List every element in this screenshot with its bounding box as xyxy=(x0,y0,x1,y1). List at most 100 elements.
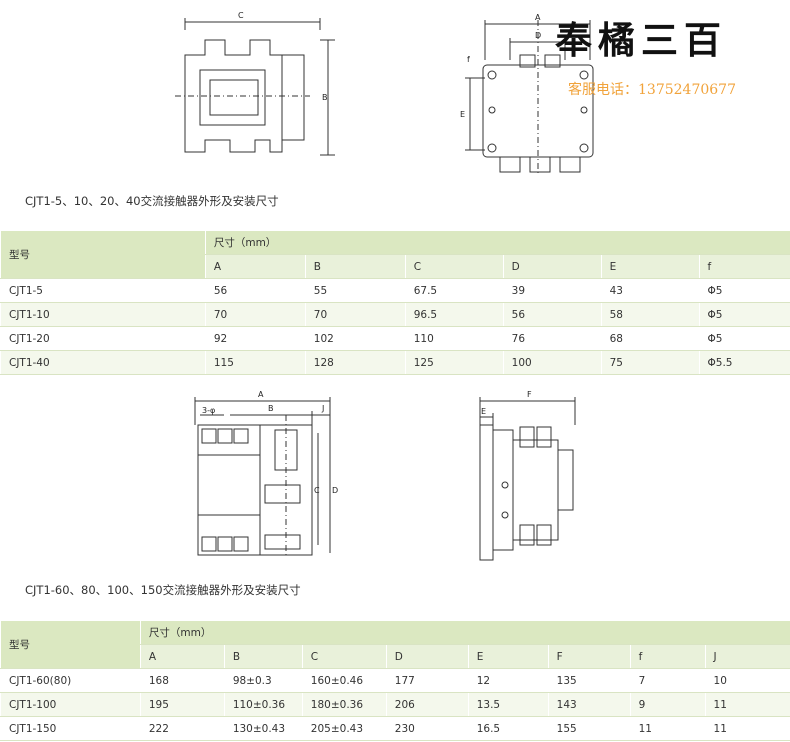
brand-name: 奉橘三百 xyxy=(555,18,727,62)
dim-b-label: B xyxy=(268,404,274,413)
dim-d-label: D xyxy=(535,31,541,40)
column-header: A xyxy=(139,644,225,669)
value-cell: 110±0.36 xyxy=(223,692,303,717)
table-row: CJT1-5 56 55 67.5 39 43 Φ5 xyxy=(0,278,790,303)
model-cell: CJT1-100 xyxy=(0,692,141,717)
value-cell: 12 xyxy=(467,668,549,693)
value-cell: 128 xyxy=(304,350,406,375)
value-cell: 11 xyxy=(704,716,790,741)
table-row: CJT1-40 115 128 125 100 75 Φ5.5 xyxy=(0,350,790,375)
value-cell: 67.5 xyxy=(404,278,504,303)
column-header: D xyxy=(385,644,469,669)
value-cell: 76 xyxy=(502,326,602,351)
value-cell: 9 xyxy=(629,692,706,717)
column-header: F xyxy=(547,644,631,669)
value-cell: 11 xyxy=(629,716,706,741)
value-cell: 177 xyxy=(385,668,469,693)
section1-caption: CJT1-5、10、20、40交流接触器外形及安装尺寸 xyxy=(25,194,279,208)
dim-j-label: J xyxy=(321,404,324,413)
model-cell: CJT1-10 xyxy=(0,302,206,327)
model-cell: CJT1-40 xyxy=(0,350,206,375)
model-cell: CJT1-150 xyxy=(0,716,141,741)
brand-phone: 客服电话：13752470677 xyxy=(568,82,736,98)
value-cell: 70 xyxy=(204,302,306,327)
value-cell: 168 xyxy=(139,668,225,693)
value-cell: 102 xyxy=(304,326,406,351)
table-row: CJT1-20 92 102 110 76 68 Φ5 xyxy=(0,326,790,351)
dim-c-label: C xyxy=(238,11,244,20)
model-cell: CJT1-5 xyxy=(0,278,206,303)
column-header: E xyxy=(467,644,549,669)
size-header: 尺寸（mm） xyxy=(139,621,790,645)
dim-f-label: F xyxy=(527,390,532,399)
value-cell: 96.5 xyxy=(404,302,504,327)
spec-table-2: 型号 尺寸（mm） A B C D E F f J CJT1-60(80) 16… xyxy=(0,621,790,741)
value-cell: 43 xyxy=(600,278,700,303)
value-cell: 16.5 xyxy=(467,716,549,741)
value-cell: 98±0.3 xyxy=(223,668,303,693)
value-cell: 11 xyxy=(704,692,790,717)
dim-e-label: E xyxy=(460,110,465,119)
value-cell: Φ5 xyxy=(698,302,790,327)
value-cell: 115 xyxy=(204,350,306,375)
large-contactor-front-drawing: A B J 3-φ C D xyxy=(194,390,338,556)
dim-a-label: A xyxy=(258,390,264,399)
section2-caption: CJT1-60、80、100、150交流接触器外形及安装尺寸 xyxy=(25,583,301,597)
column-header: f xyxy=(629,644,706,669)
value-cell: 56 xyxy=(204,278,306,303)
column-header: D xyxy=(502,254,602,279)
value-cell: 160±0.46 xyxy=(301,668,387,693)
value-cell: 100 xyxy=(502,350,602,375)
value-cell: 70 xyxy=(304,302,406,327)
value-cell: 222 xyxy=(139,716,225,741)
value-cell: 135 xyxy=(547,668,631,693)
dim-b-label: B xyxy=(322,93,328,102)
column-header: C xyxy=(301,644,387,669)
table-row: CJT1-10 70 70 96.5 56 58 Φ5 xyxy=(0,302,790,327)
model-header: 型号 xyxy=(0,231,206,279)
model-header: 型号 xyxy=(0,621,141,669)
large-contactor-side-drawing: F E xyxy=(479,390,576,561)
value-cell: 110 xyxy=(404,326,504,351)
value-cell: 39 xyxy=(502,278,602,303)
dim-c-label: C xyxy=(314,486,320,495)
value-cell: 10 xyxy=(704,668,790,693)
column-header: f xyxy=(698,254,790,279)
contactor-front-view-drawing: A D E f xyxy=(460,13,594,175)
value-cell: 13.5 xyxy=(467,692,549,717)
model-cell: CJT1-20 xyxy=(0,326,206,351)
value-cell: 205±0.43 xyxy=(301,716,387,741)
value-cell: Φ5 xyxy=(698,326,790,351)
dim-3phi-label: 3-φ xyxy=(202,406,215,415)
value-cell: 143 xyxy=(547,692,631,717)
model-cell: CJT1-60(80) xyxy=(0,668,141,693)
dim-e-label: E xyxy=(481,407,486,416)
value-cell: 7 xyxy=(629,668,706,693)
spec-table-1: 型号 尺寸（mm） A B C D E f CJT1-5 56 55 67.5 … xyxy=(0,231,790,375)
column-header: J xyxy=(704,644,790,669)
value-cell: 58 xyxy=(600,302,700,327)
value-cell: 56 xyxy=(502,302,602,327)
dim-a-label: A xyxy=(535,13,541,22)
column-header: E xyxy=(600,254,700,279)
table-row: CJT1-100 195 110±0.36 180±0.36 206 13.5 … xyxy=(0,692,790,717)
value-cell: 75 xyxy=(600,350,700,375)
column-header: B xyxy=(304,254,406,279)
value-cell: Φ5.5 xyxy=(698,350,790,375)
column-header: A xyxy=(204,254,306,279)
value-cell: 155 xyxy=(547,716,631,741)
size-header: 尺寸（mm） xyxy=(204,231,790,255)
value-cell: 125 xyxy=(404,350,504,375)
value-cell: Φ5 xyxy=(698,278,790,303)
dim-f-label: f xyxy=(467,55,470,64)
table-row: CJT1-60(80) 168 98±0.3 160±0.46 177 12 1… xyxy=(0,668,790,693)
value-cell: 206 xyxy=(385,692,469,717)
value-cell: 92 xyxy=(204,326,306,351)
column-header: C xyxy=(404,254,504,279)
dim-d-label: D xyxy=(332,486,338,495)
table-row: CJT1-150 222 130±0.43 205±0.43 230 16.5 … xyxy=(0,716,790,741)
column-header: B xyxy=(223,644,303,669)
value-cell: 230 xyxy=(385,716,469,741)
value-cell: 195 xyxy=(139,692,225,717)
contactor-side-view-drawing: C B xyxy=(175,11,335,156)
